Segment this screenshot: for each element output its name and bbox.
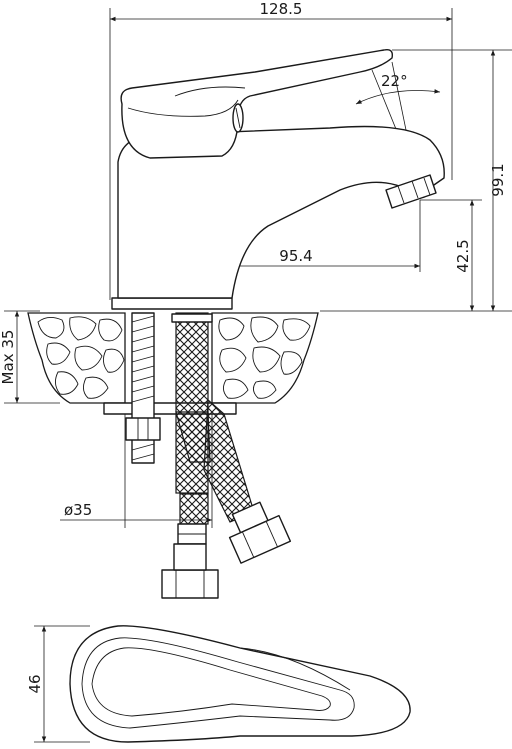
countertop-section [27, 312, 319, 415]
flexible-hoses [161, 312, 292, 599]
hose-fitting-nut-1 [161, 569, 219, 599]
faucet-top-view: 46 [26, 625, 411, 743]
spout-height-label: 42.5 [454, 239, 472, 272]
dimension-max-thickness: Max 35 [0, 310, 60, 404]
max-thickness-label: Max 35 [0, 330, 17, 385]
base-plate [111, 297, 233, 310]
lever-handle [120, 48, 394, 159]
hose-angled [203, 398, 255, 523]
dimension-overall-width: 128.5 [109, 0, 453, 300]
hose-straight [175, 312, 209, 494]
hole-diameter-label: ø35 [64, 501, 92, 519]
spout-angle-label: 22° [381, 72, 408, 90]
dimension-spout-height: 42.5 [420, 199, 482, 311]
faucet-body [111, 48, 445, 310]
spout-reach-label: 95.4 [279, 247, 312, 265]
top-view-lever-outline [69, 625, 411, 743]
overall-width-label: 128.5 [260, 0, 303, 18]
hose-fitting-nut-2 [228, 514, 292, 564]
dimension-overall-height: 99.1 [320, 49, 512, 312]
top-view-width-label: 46 [26, 674, 44, 693]
overall-height-label: 99.1 [489, 163, 507, 196]
mounting-nut [125, 417, 161, 441]
aerator [385, 174, 437, 209]
threaded-stud [125, 312, 161, 464]
